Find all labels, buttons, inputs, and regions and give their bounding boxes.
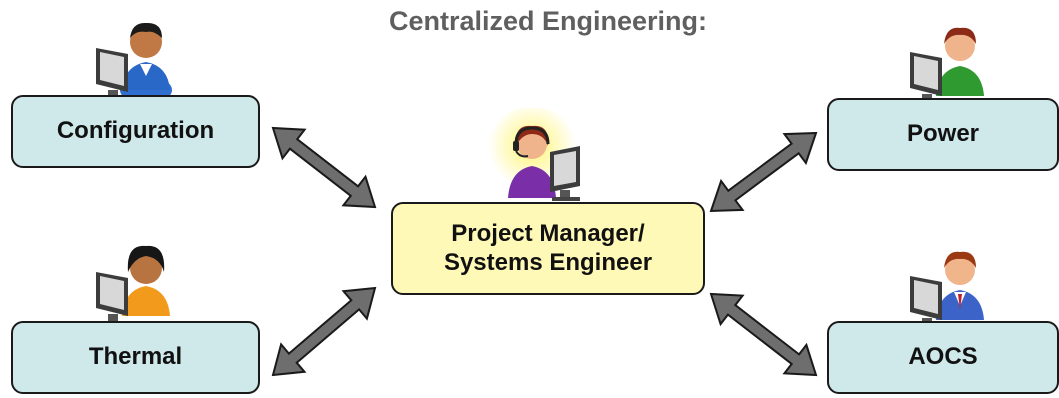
double-arrow-shape bbox=[709, 131, 818, 213]
aocs-box: AOCS bbox=[827, 321, 1059, 394]
arrow-thermal-center bbox=[271, 286, 377, 377]
configuration-user-icon bbox=[96, 22, 172, 104]
center-label-line1: Project Manager/ bbox=[451, 219, 645, 247]
user-at-computer-icon bbox=[910, 251, 984, 329]
double-arrow-shape bbox=[271, 126, 377, 209]
thermal-user-icon bbox=[96, 245, 170, 325]
user-at-computer-icon bbox=[910, 27, 984, 105]
configuration-box: Configuration bbox=[11, 95, 260, 168]
configuration-label: Configuration bbox=[56, 117, 215, 145]
thermal-box: Thermal bbox=[11, 321, 260, 394]
double-arrow-shape bbox=[271, 286, 377, 377]
headset-user-at-computer-icon bbox=[488, 108, 580, 201]
double-arrow-shape bbox=[709, 292, 818, 377]
power-user-icon bbox=[910, 27, 984, 105]
aocs-user-icon bbox=[910, 251, 984, 329]
user-at-computer-icon bbox=[96, 22, 172, 104]
arrow-aocs-center bbox=[709, 292, 818, 377]
center-box: Project Manager/ Systems Engineer bbox=[391, 202, 705, 295]
arrow-power-center bbox=[709, 131, 818, 213]
center-user-icon bbox=[488, 108, 580, 201]
arrow-configuration-center bbox=[271, 126, 377, 209]
aocs-label: AOCS bbox=[908, 343, 978, 371]
thermal-label: Thermal bbox=[88, 343, 183, 371]
diagram-title: Centralized Engineering: bbox=[388, 6, 708, 36]
power-label: Power bbox=[906, 120, 980, 148]
user-at-computer-icon bbox=[96, 245, 170, 325]
power-box: Power bbox=[827, 98, 1059, 171]
center-label-line2: Systems Engineer bbox=[443, 248, 653, 276]
